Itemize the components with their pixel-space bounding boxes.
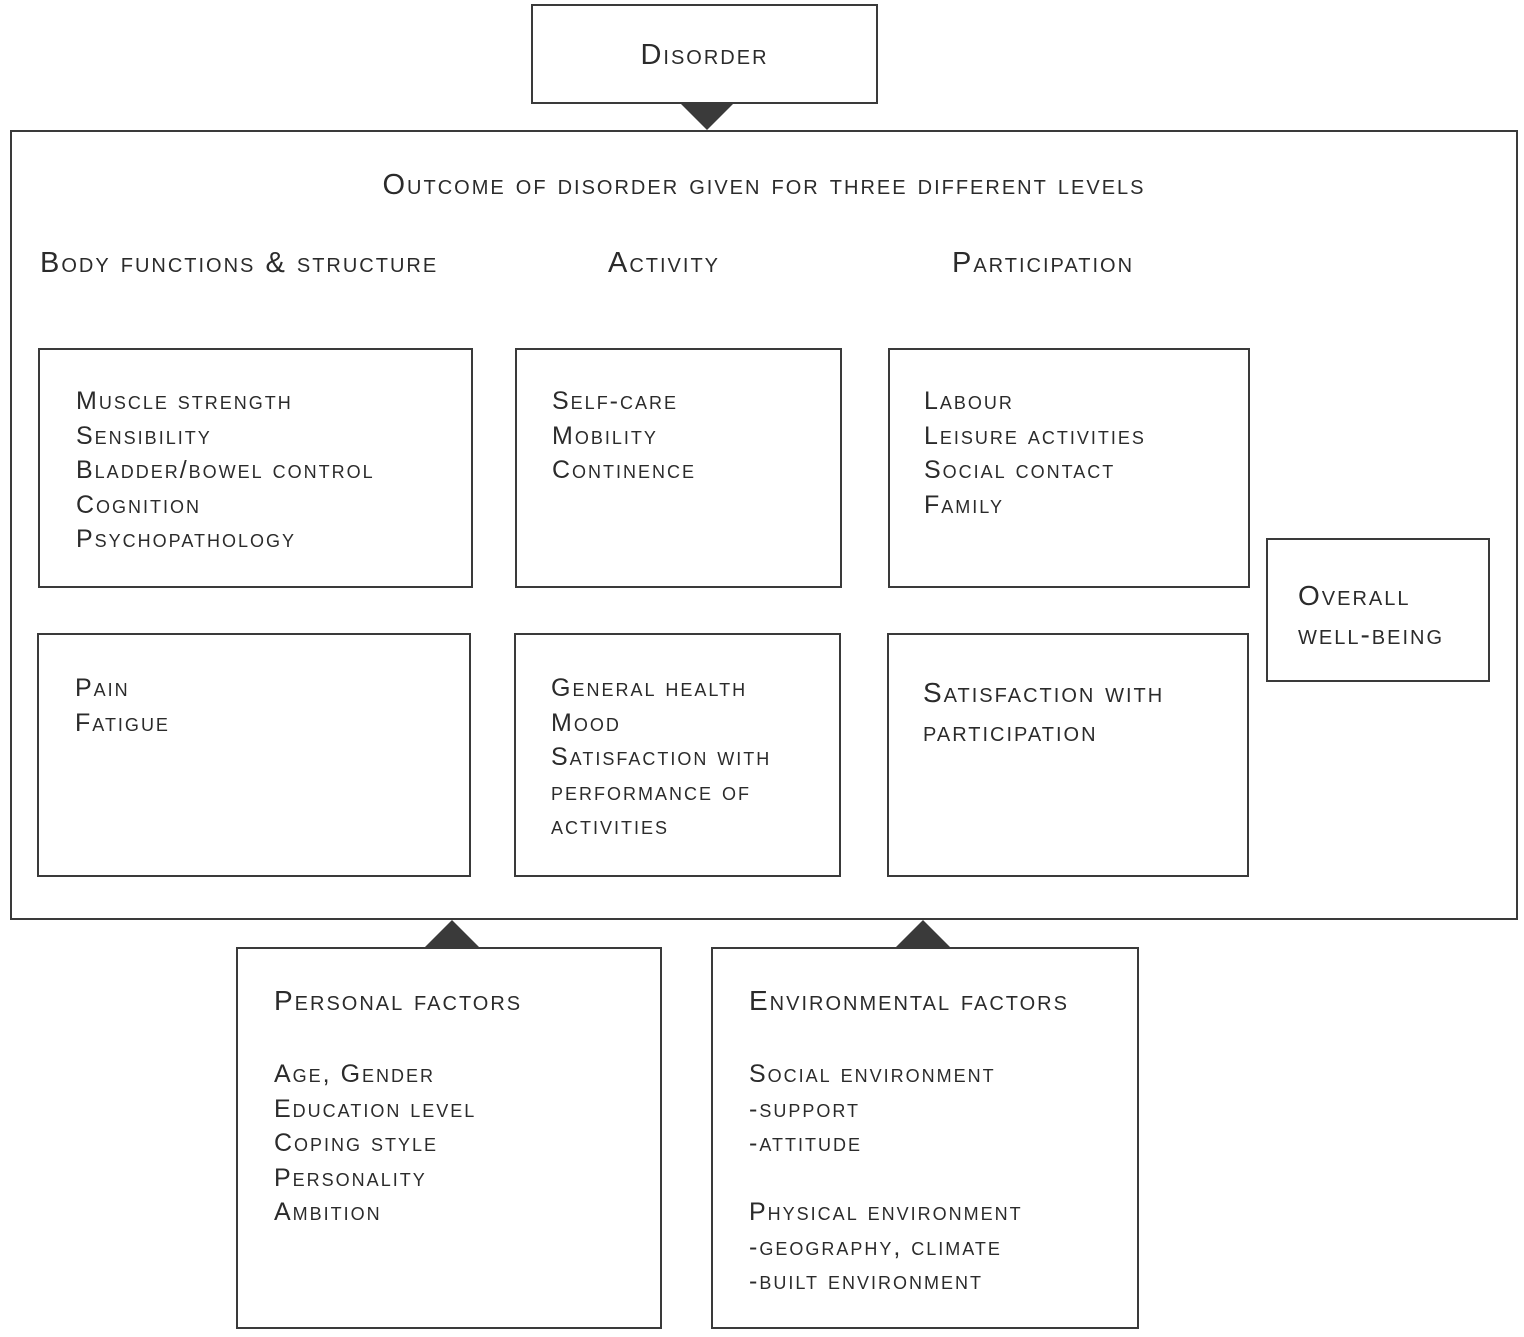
list-item: Social environment (749, 1060, 996, 1088)
list-item: Muscle strength (76, 387, 293, 415)
body-symptoms-box: Pain Fatigue (37, 633, 471, 877)
list-item: Family (924, 490, 1004, 519)
level-participation-heading: Participation (952, 247, 1135, 279)
personal-factors-title: Personal factors (274, 985, 523, 1016)
body-functions-list: Muscle strength Sensibility Bladder/bowe… (76, 384, 375, 557)
list-item: Coping style (274, 1129, 439, 1157)
personal-arrow (425, 920, 479, 947)
participation-satisfaction-box: Satisfaction with participation (887, 633, 1249, 877)
activity-wellbeing-list: General health Mood Satisfaction with pe… (551, 671, 771, 844)
list-item: Fatigue (75, 708, 170, 737)
body-symptoms-list: Pain Fatigue (75, 671, 170, 740)
list-item: Leisure activities (924, 421, 1146, 450)
social-environment-list: Social environment -support -attitude (749, 1057, 996, 1161)
list-item: Satisfaction with (551, 743, 772, 771)
list-item: Cognition (76, 490, 202, 519)
disorder-label: Disorder (640, 39, 769, 71)
participation-box: Labour Leisure activities Social contact… (888, 348, 1250, 588)
activity-wellbeing-box: General health Mood Satisfaction with pe… (514, 633, 841, 877)
personal-factors-box: Personal factors Age, Gender Education l… (236, 947, 662, 1329)
list-item: -support (749, 1094, 861, 1123)
list-item: Education level (274, 1094, 477, 1123)
environmental-arrow (896, 920, 950, 947)
list-item: -attitude (749, 1129, 862, 1157)
list-item: Psychopathology (76, 525, 297, 553)
outcome-title: Outcome of disorder given for three diff… (382, 169, 1146, 201)
list-item: Social contact (924, 456, 1116, 484)
body-functions-box: Muscle strength Sensibility Bladder/bowe… (38, 348, 473, 588)
list-item: Mood (551, 708, 621, 737)
list-item: Labour (924, 387, 1014, 415)
list-item: -built environment (749, 1267, 983, 1295)
activity-box: Self-care Mobility Continence (515, 348, 842, 588)
disorder-arrow (680, 103, 734, 130)
list-item: -geography, climate (749, 1232, 1002, 1261)
list-item: Self-care (552, 387, 679, 415)
personal-factors-list: Age, Gender Education level Coping style… (274, 1057, 476, 1230)
list-item: General health (551, 674, 748, 702)
physical-environment-list: Physical environment -geography, climate… (749, 1195, 1023, 1299)
level-activity-heading: Activity (608, 247, 721, 279)
environmental-factors-title: Environmental factors (749, 985, 1069, 1016)
list-item: Bladder/bowel control (76, 456, 375, 484)
wellbeing-box: Overall well-being (1266, 538, 1490, 682)
list-item: Mobility (552, 421, 658, 450)
wellbeing-label: Overall well-being (1298, 580, 1445, 650)
activity-list: Self-care Mobility Continence (552, 384, 696, 488)
list-item: activities (551, 812, 670, 840)
list-item: Sensibility (76, 421, 212, 450)
participation-satisfaction-text: Satisfaction with participation (923, 677, 1165, 747)
list-item: performance of (551, 777, 751, 806)
list-item: Age, Gender (274, 1060, 436, 1088)
level-body-heading: Body functions & structure (40, 247, 439, 279)
list-item: Pain (75, 674, 130, 702)
list-item: Continence (552, 456, 697, 484)
list-item: Physical environment (749, 1198, 1023, 1226)
disorder-box: Disorder (531, 4, 878, 104)
list-item: Ambition (274, 1198, 382, 1226)
participation-list: Labour Leisure activities Social contact… (924, 384, 1146, 522)
list-item: Personality (274, 1163, 427, 1192)
environmental-factors-box: Environmental factors Social environment… (711, 947, 1139, 1329)
